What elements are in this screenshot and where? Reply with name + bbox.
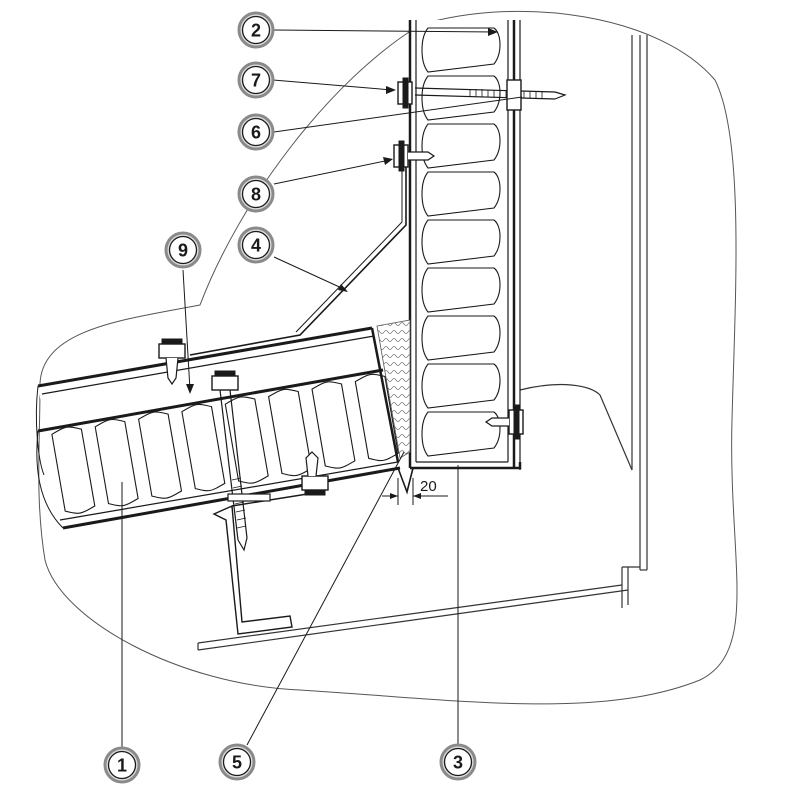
callout-label-9: 9: [178, 241, 188, 261]
callout-label-2: 2: [251, 21, 261, 41]
callout-7: 7: [237, 61, 275, 99]
callout-label-8: 8: [251, 185, 261, 205]
wall-panel: [408, 20, 522, 470]
detail-boundary: [38, 10, 738, 705]
callout-label-6: 6: [251, 123, 261, 143]
long-screw: [397, 77, 567, 111]
wall-insulation-pattern: [421, 27, 501, 457]
callout-2: 2: [237, 11, 275, 49]
short-screw-upper: [393, 140, 436, 172]
roof-screw-bottom: [301, 451, 329, 496]
roof-panel: [35, 326, 401, 530]
leader-lines: [121, 29, 523, 748]
callout-5: 5: [218, 743, 256, 781]
callout-label-1: 1: [117, 756, 127, 776]
callouts: 2 7 6 8 9 4 1 5 3: [103, 11, 477, 784]
roof-screw-left: [158, 338, 186, 386]
callout-4: 4: [237, 226, 275, 264]
callout-label-7: 7: [251, 71, 261, 91]
callout-label-5: 5: [232, 753, 242, 773]
callout-9: 9: [164, 231, 202, 269]
structure-lines: [197, 35, 648, 651]
callout-label-4: 4: [251, 236, 261, 256]
dimension-label: 20: [420, 478, 437, 495]
callout-6: 6: [237, 113, 275, 151]
callout-1: 1: [103, 746, 141, 784]
callout-8: 8: [237, 175, 275, 213]
callout-3: 3: [439, 743, 477, 781]
z-purlin: [212, 504, 293, 635]
short-screw-lower: [484, 404, 524, 440]
dimension-20: [382, 478, 448, 505]
fasteners: [158, 77, 567, 552]
roof-screw-long: [211, 370, 271, 552]
leader-arrowheads: [186, 28, 498, 394]
callout-label-3: 3: [453, 753, 463, 773]
sealant-strip: [376, 319, 411, 459]
